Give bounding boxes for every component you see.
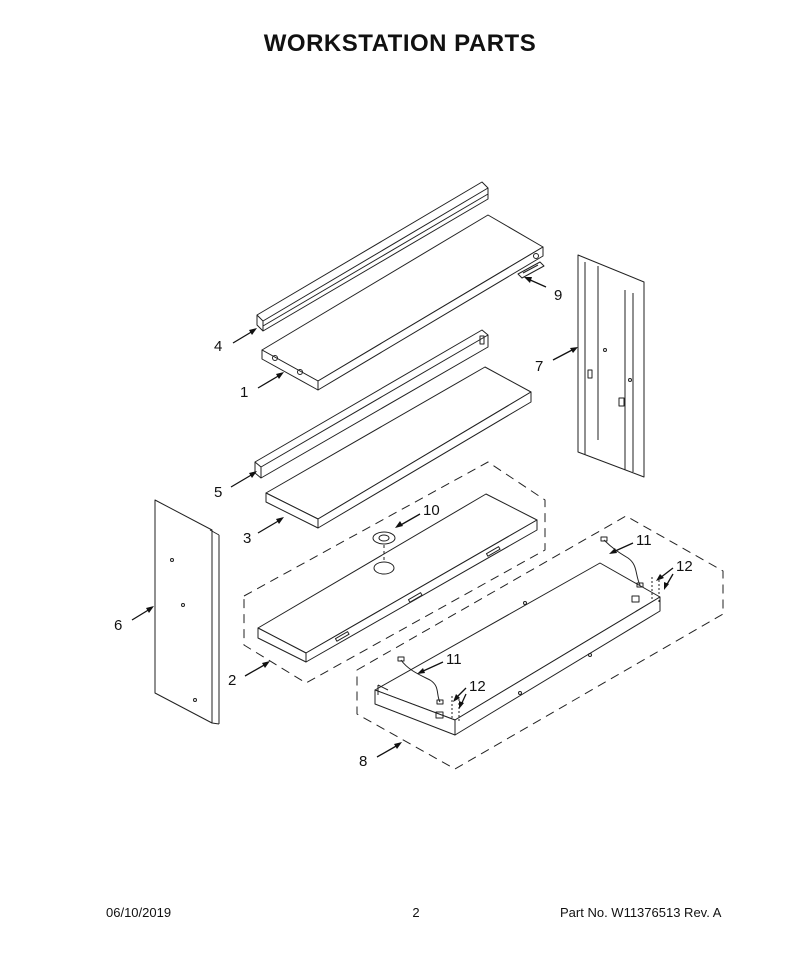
part-9-bracket (517, 261, 545, 279)
callout-10: 10 (423, 502, 440, 519)
part-6-left-panel (154, 499, 220, 725)
part-7-right-panel (577, 254, 645, 478)
footer-date: 06/10/2019 (106, 905, 172, 920)
part-8-base (374, 562, 661, 736)
callout-9: 9 (554, 287, 562, 304)
callout-11-lower: 11 (446, 651, 462, 668)
callout-labels: 4 1 9 7 5 3 10 6 2 8 11 11 12 12 (114, 287, 693, 770)
part-11-wire-harnesses (397, 536, 644, 705)
part-10-grommet (372, 531, 396, 575)
callout-2: 2 (228, 672, 236, 689)
dashed-group-outline-lower (356, 515, 724, 770)
callout-6: 6 (114, 617, 122, 634)
part-4-top-rail (256, 181, 489, 332)
callout-7: 7 (535, 358, 543, 375)
callout-12-upper: 12 (676, 558, 693, 575)
part-1-top-shelf (261, 214, 544, 391)
callout-12-lower: 12 (469, 678, 486, 695)
page-title: WORKSTATION PARTS (263, 30, 537, 57)
callout-4: 4 (214, 338, 222, 355)
callout-11-upper: 11 (636, 532, 652, 549)
callout-8: 8 (359, 753, 367, 770)
part-3-middle-shelf (265, 366, 532, 529)
callout-1: 1 (240, 384, 248, 401)
part-2-bottom-shelf (257, 493, 538, 663)
footer-page-number: 2 (412, 905, 420, 920)
footer-part-number: Part No. W11376513 Rev. A (560, 905, 722, 920)
callout-5: 5 (214, 484, 222, 501)
leader-arrows (131, 277, 674, 758)
callout-3: 3 (243, 530, 251, 547)
dashed-group-outline-upper (243, 461, 546, 684)
